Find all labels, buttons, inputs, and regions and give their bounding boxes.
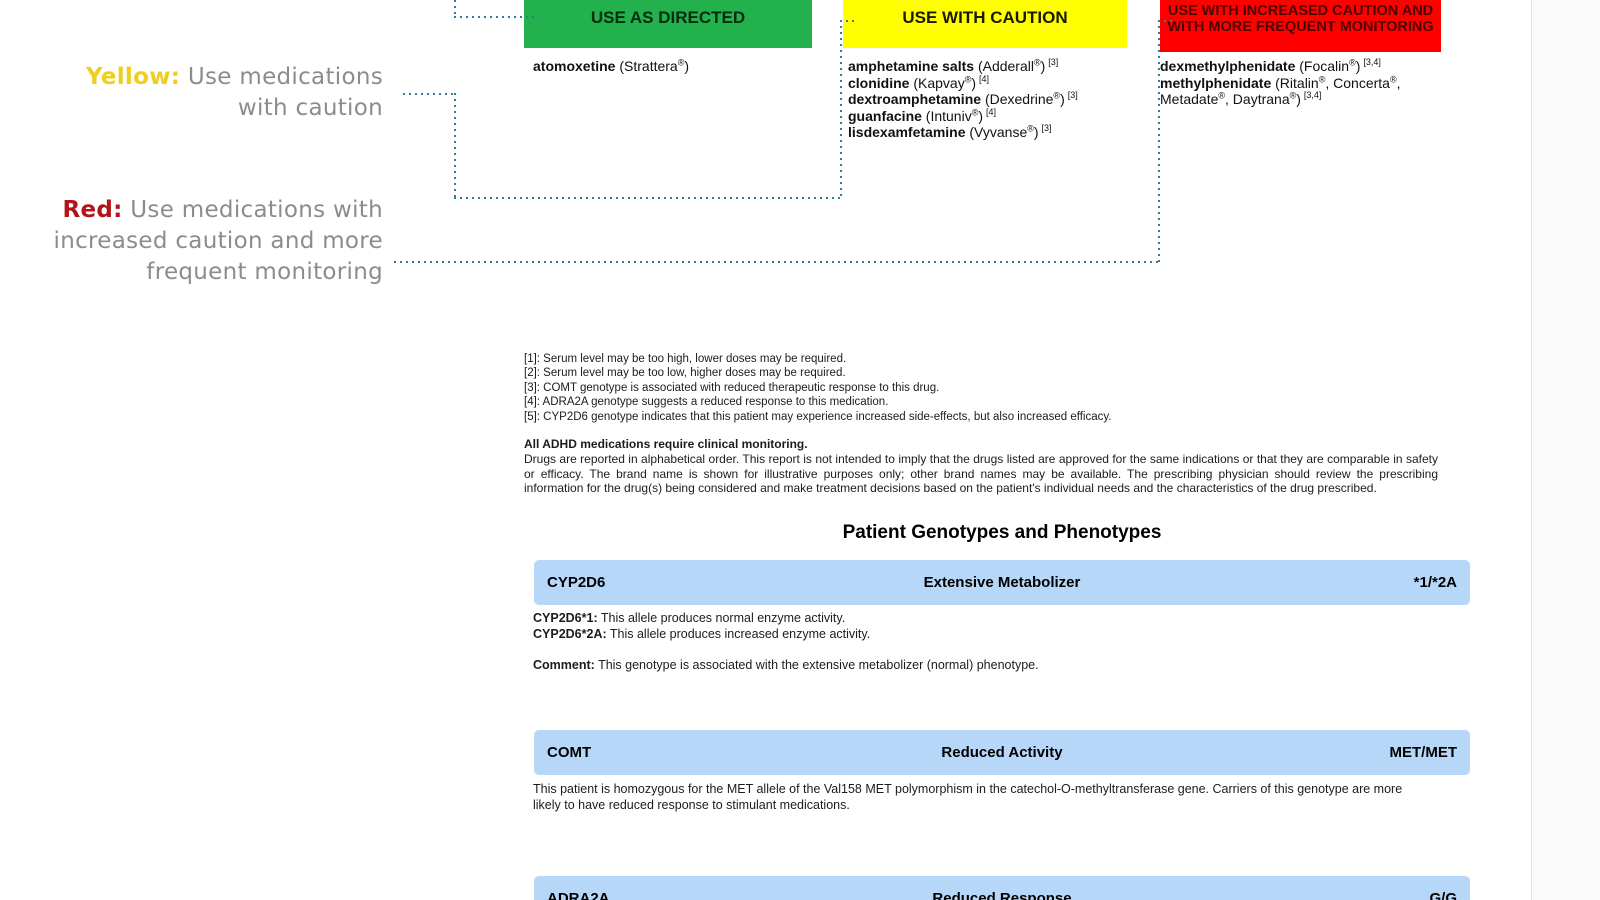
phenotype-value: Reduced Activity: [941, 744, 1063, 761]
drug-item: clonidine (Kapvay®)[4]: [848, 73, 990, 91]
category-box-use-as-directed: USE AS DIRECTED: [524, 0, 812, 48]
gene-name: CYP2D6: [547, 574, 606, 591]
category-title: USE WITH CAUTION: [902, 8, 1068, 27]
drug-item: dexmethylphenidate (Focalin®)[3,4]: [1160, 57, 1381, 74]
monitoring-note-headline: All ADHD medications require clinical mo…: [524, 437, 808, 451]
gene-name: ADRA2A: [547, 890, 610, 900]
drug-item: guanfacine (Intuniv®)[4]: [848, 106, 997, 124]
drug-list-increased-caution: dexmethylphenidate (Focalin®)[3,4] methy…: [1160, 58, 1447, 108]
drug-item: lisdexamfetamine (Vyvanse®)[3]: [848, 123, 1052, 140]
drug-list-use-with-caution: amphetamine salts (Adderall®)[3] clonidi…: [848, 58, 1138, 141]
dotted-connector-yellow-vertical: [454, 93, 456, 199]
drug-list-use-as-directed: atomoxetine (Strattera®): [533, 58, 823, 75]
cyp2d6-comment: Comment: This genotype is associated wit…: [533, 658, 1039, 672]
category-title: USE AS DIRECTED: [590, 8, 746, 27]
legend-red-prefix: Red:: [62, 197, 123, 223]
footnote-item: [4]: ADRA2A genotype suggests a reduced …: [524, 396, 889, 409]
comt-description: This patient is homozygous for the MET a…: [533, 782, 1403, 812]
monitoring-note: All ADHD medications require clinical mo…: [524, 437, 1438, 496]
genotype-row-adra2a: ADRA2A Reduced Response G/G: [534, 876, 1470, 900]
page-edge-line: [1531, 0, 1532, 900]
phenotype-value: Extensive Metabolizer: [923, 574, 1081, 591]
genotype-row-cyp2d6: CYP2D6 Extensive Metabolizer *1/*2A: [534, 560, 1470, 605]
footnote-list: [1]: Serum level may be too high, lower …: [524, 352, 1111, 424]
legend-yellow-category: Yellow: Use medications with caution: [86, 64, 383, 121]
allele-detail: CYP2D6*1: This allele produces normal en…: [533, 611, 846, 625]
footnote-item: [1]: Serum level may be too high, lower …: [524, 353, 847, 365]
genotype-row-comt: COMT Reduced Activity MET/MET: [534, 730, 1470, 775]
gene-name: COMT: [547, 744, 592, 761]
section-heading-genotypes: Patient Genotypes and Phenotypes: [842, 522, 1162, 543]
genotype-value: G/G: [1429, 890, 1457, 900]
dotted-connector-green-horizontal: [454, 16, 534, 18]
category-box-increased-caution: USE WITH INCREASED CAUTION AND WITH MORE…: [1160, 0, 1441, 52]
drug-item: dextroamphetamine (Dexedrine®)[3]: [848, 90, 1078, 107]
dotted-connector-green-vertical: [454, 0, 456, 16]
drug-item: amphetamine salts (Adderall®)[3]: [848, 57, 1059, 74]
phenotype-value: Reduced Response: [932, 890, 1072, 900]
dotted-connector-red-box-stub: [1158, 20, 1176, 22]
drug-item: atomoxetine (Strattera®): [533, 57, 690, 74]
dotted-connector-yellow-box-drop: [840, 20, 842, 199]
cyp2d6-allele-details: CYP2D6*1: This allele produces normal en…: [533, 611, 870, 642]
footnote-item: [3]: COMT genotype is associated with re…: [524, 381, 940, 394]
allele-detail: CYP2D6*2A: This allele produces increase…: [533, 626, 871, 641]
drug-item: methylphenidate (Ritalin®, Concerta®, Me…: [1160, 73, 1401, 107]
dotted-connector-yellow-box-stub: [840, 20, 856, 22]
genotype-value: *1/*2A: [1413, 574, 1457, 591]
dotted-connector-red-box-drop: [1158, 20, 1160, 263]
monitoring-note-body: Drugs are reported in alphabetical order…: [524, 451, 1438, 496]
page-right-margin: [1532, 0, 1600, 900]
dotted-connector-yellow-horizontal: [454, 197, 842, 199]
dotted-connector-red-label: [394, 261, 1160, 263]
category-title: USE WITH INCREASED CAUTION AND WITH MORE…: [1167, 3, 1434, 35]
genotype-value: MET/MET: [1389, 744, 1458, 761]
dotted-connector-yellow-label: [403, 93, 456, 95]
category-box-use-with-caution: USE WITH CAUTION: [843, 0, 1127, 48]
legend-red-category: Red: Use medications with increased caut…: [53, 197, 383, 285]
footnote-item: [5]: CYP2D6 genotype indicates that this…: [524, 410, 1112, 423]
legend-yellow-prefix: Yellow:: [86, 64, 181, 90]
footnote-item: [2]: Serum level may be too low, higher …: [524, 367, 846, 380]
